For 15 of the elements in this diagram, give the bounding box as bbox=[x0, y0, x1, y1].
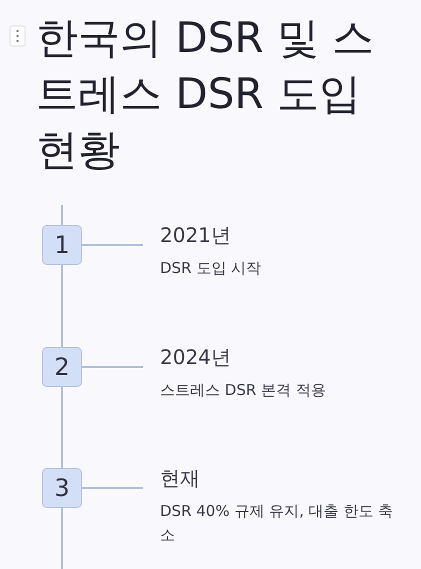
title: 한국의 DSR 및 스트레스 DSR 도입 현황 bbox=[36, 12, 376, 176]
step-heading: 2024년 bbox=[160, 344, 232, 370]
step-heading: 2021년 bbox=[160, 222, 232, 248]
step-number-box: 2 bbox=[42, 347, 82, 387]
connector-line bbox=[82, 487, 143, 489]
step-description: DSR 40% 규제 유지, 대출 한도 축소 bbox=[160, 501, 394, 546]
timeline-line bbox=[61, 265, 63, 347]
step-number-box: 1 bbox=[42, 225, 82, 265]
connector-line bbox=[82, 366, 143, 368]
timeline-line bbox=[61, 387, 63, 468]
step-number-box: 3 bbox=[42, 468, 82, 508]
step-description: DSR 도입 시작 bbox=[160, 258, 262, 279]
step-description: 스트레스 DSR 본격 적용 bbox=[160, 380, 327, 401]
step-heading: 현재 bbox=[160, 465, 201, 491]
connector-line bbox=[82, 244, 143, 246]
